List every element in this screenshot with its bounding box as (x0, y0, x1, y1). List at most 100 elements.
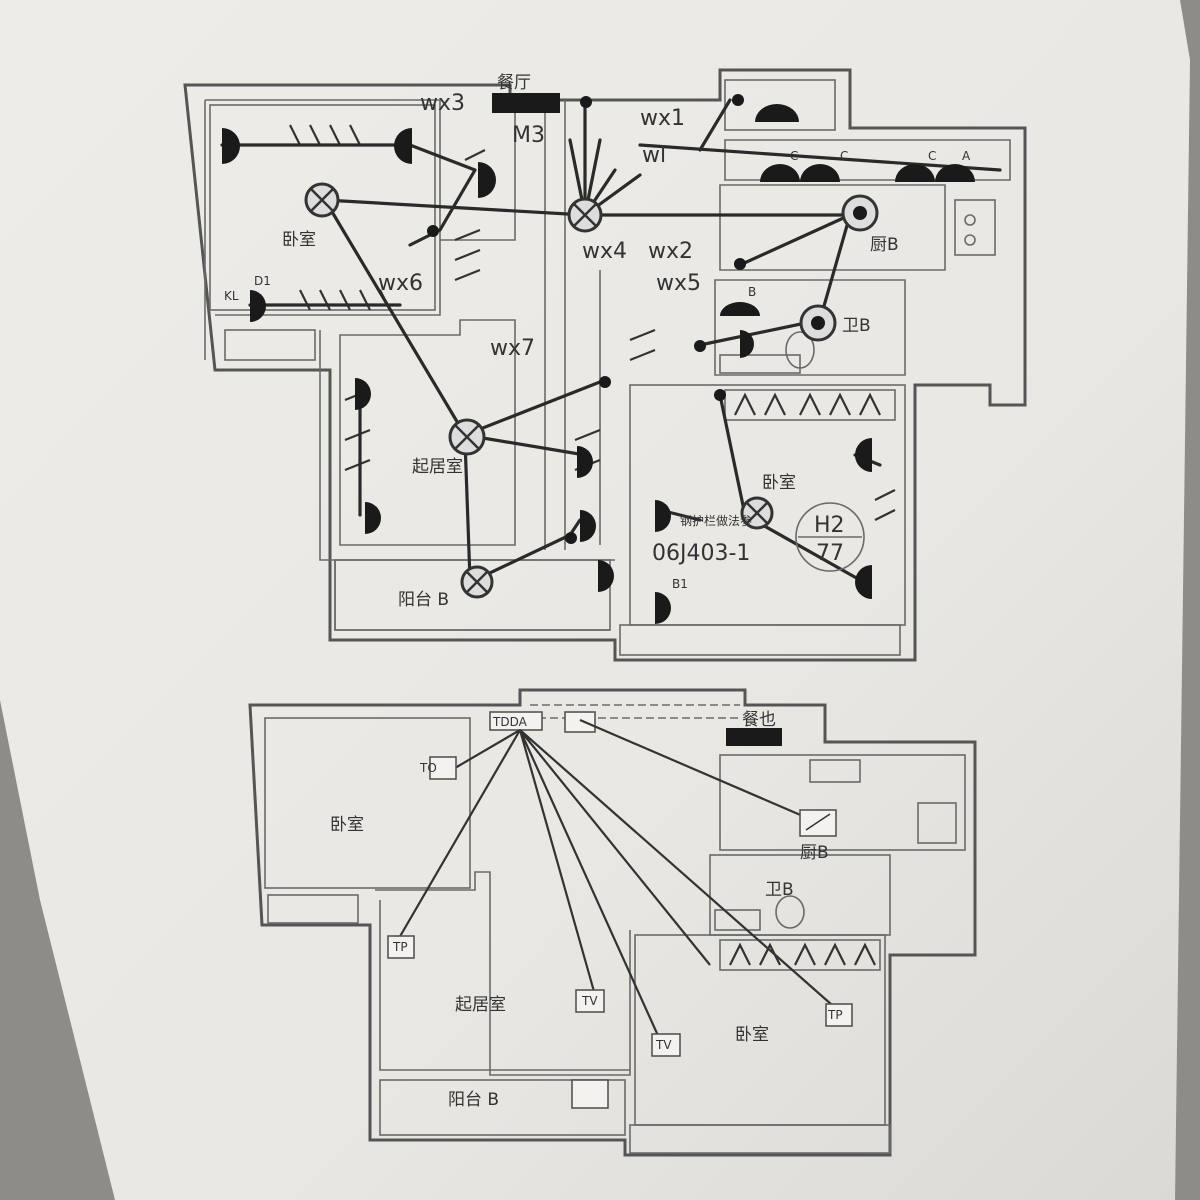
bedroom-right-window (619, 624, 901, 656)
lower-wardrobe-hatch (729, 942, 876, 966)
stove-burner-1 (964, 214, 976, 226)
outlet-symbol (478, 162, 496, 198)
lower-top-panel (726, 728, 782, 746)
room-label-kitchen: 厨B (870, 235, 899, 255)
outlet-symbol (655, 592, 671, 624)
switches (427, 94, 746, 544)
outlet-symbol (935, 164, 975, 182)
circuit-label-wx6: wx6 (378, 271, 423, 296)
outlet-symbol (222, 128, 240, 164)
lower-room-label-living: 起居室 (455, 995, 506, 1015)
callout-bottom: 77 (816, 541, 844, 566)
corridor-walls (544, 100, 601, 550)
outlet-symbol (577, 446, 593, 478)
lower-balcony-walls (379, 1079, 626, 1136)
room-label-bedroom-right: 卧室 (762, 473, 796, 493)
outlet-symbol (720, 302, 760, 316)
lower-wiring (394, 718, 841, 1041)
cabinet-label: C (840, 149, 848, 163)
outlet-symbol (598, 560, 614, 592)
lower-outer-wall (248, 688, 977, 1157)
stove-burner-2 (964, 234, 976, 246)
lower-junction (564, 711, 596, 733)
circuit-label-wx5: wx5 (656, 271, 701, 296)
wardrobe (724, 389, 896, 421)
outlet-symbol (365, 502, 381, 534)
ceiling-light-bath (799, 304, 837, 342)
outlet-to (429, 756, 457, 780)
lower-room-label-kitchen: 厨B (800, 843, 829, 863)
lower-sink (809, 759, 861, 783)
outlet-tv-bedroom (651, 1033, 681, 1057)
distribution-panel (492, 93, 560, 113)
lower-stove (917, 802, 957, 844)
wall-outlets (222, 104, 975, 624)
lower-tub (714, 909, 761, 931)
outlet-symbol (855, 565, 872, 599)
outlet-symbol (655, 500, 671, 532)
outlet-symbol (855, 438, 872, 472)
tag-b: B (748, 285, 756, 299)
lower-bay-window (267, 894, 359, 924)
room-label-balcony: 阳台 B (398, 590, 449, 610)
outlet-tv-bedroom-label: TV (655, 1038, 672, 1052)
room-label-dining: 餐厅 (497, 73, 531, 93)
circuit-label-wx4: wx4 (582, 239, 627, 264)
outlet-symbol (755, 104, 799, 122)
outlet-tp-living-label: TP (392, 940, 408, 954)
room-label-bedroom-left: 卧室 (282, 230, 316, 250)
ceiling-lights (304, 182, 879, 599)
callout-top: H2 (814, 513, 845, 538)
kitchen-outlet-slash (805, 813, 831, 831)
lower-wardrobe (719, 939, 881, 971)
lower-room-label-balcony: 阳台 B (448, 1090, 499, 1110)
outlet-symbol (580, 510, 596, 542)
tag-b1: B1 (672, 577, 688, 591)
kitchen-walls (719, 139, 1011, 271)
circuit-label-wx7: wx7 (490, 336, 535, 361)
stove (954, 199, 996, 256)
balcony-box (571, 1079, 609, 1109)
cabinet-label: A (962, 149, 971, 163)
room-label-living: 起居室 (412, 457, 463, 477)
room-label-bath: 卫B (842, 316, 871, 336)
ceiling-light-bedroom-left (304, 182, 340, 218)
outlet-symbol (760, 164, 800, 182)
ceiling-light-corridor (567, 197, 603, 233)
lower-kitchen-walls (719, 754, 966, 851)
outlet-symbol (800, 164, 840, 182)
outlet-symbol (355, 378, 371, 410)
lower-room-label-bedroom-left: 卧室 (330, 815, 364, 835)
detail-callout: H2 77 (795, 502, 865, 572)
circuit-label-wx1: wx1 (640, 106, 685, 131)
outlet-symbol (250, 290, 266, 322)
lower-panel-box (489, 711, 543, 731)
outlet-symbol (740, 330, 754, 358)
outlet-symbol (895, 164, 935, 182)
outlet-symbol (394, 128, 412, 164)
kitchen-outlet (799, 809, 837, 837)
circuit-label-wx2: wx2 (648, 239, 693, 264)
outlet-tp-bedroom-label: TP (827, 1008, 843, 1022)
outlet-tv-living-label: TV (581, 994, 598, 1008)
lower-plan: TDDA TO TP TV TV TP 卧室 起居室 阳台 B 厨B 卫B 卧室… (248, 688, 977, 1157)
ceiling-light-bedroom-right (740, 496, 774, 530)
living-room-walls (339, 319, 516, 546)
outlet-to-label: TO (419, 761, 437, 775)
wardrobe-hatch (734, 392, 881, 416)
standard-code: 06J403-1 (652, 541, 750, 566)
lower-room-label-bedroom-right: 卧室 (735, 1025, 769, 1045)
railing-note: 钢护栏做法参 (680, 513, 752, 528)
outlet-tp-living (387, 935, 415, 959)
outlet-tv-living (575, 989, 605, 1013)
wiring-circuits (220, 98, 1002, 582)
cabinet-label: C (928, 149, 936, 163)
lower-window (629, 1124, 891, 1154)
lower-room-label-bath: 卫B (765, 880, 794, 900)
toilet (785, 331, 815, 369)
balcony-walls (334, 559, 611, 631)
bay-window (224, 329, 316, 361)
lower-toilet (775, 895, 805, 929)
circuit-label-wx3: wx3 (420, 91, 465, 116)
